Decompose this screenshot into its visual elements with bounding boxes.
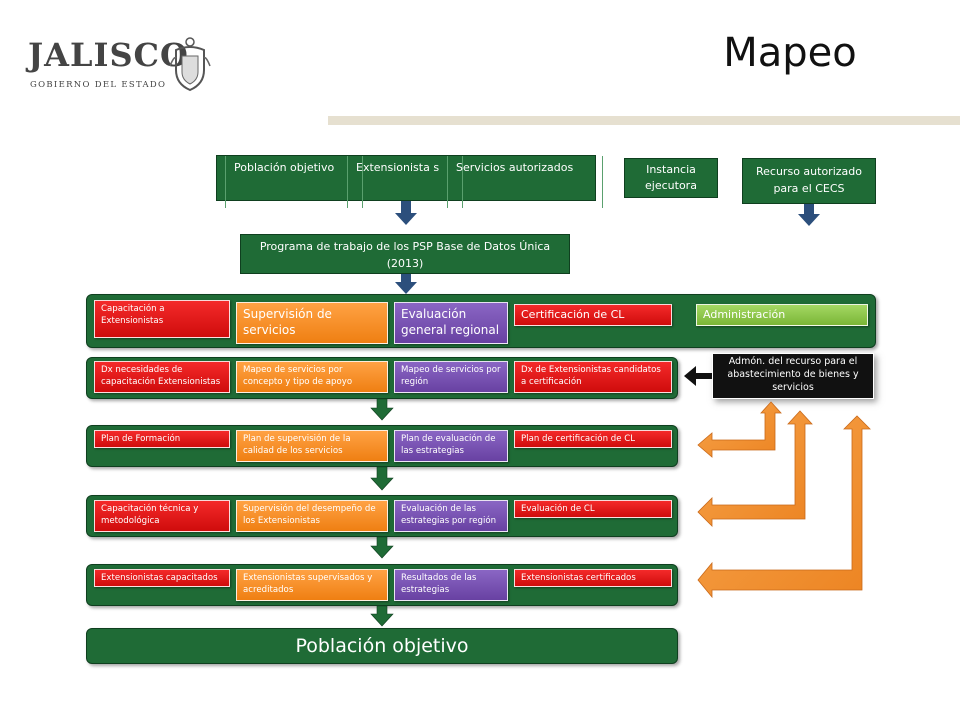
- arrow-row4-to-final: [370, 605, 394, 627]
- orange-arrow-to-row3: [697, 410, 813, 527]
- row4-supervision: Extensionistas supervisados y acreditado…: [236, 569, 388, 601]
- arrow-recurso-down: [798, 204, 820, 226]
- arrow-row3-to-row4: [370, 536, 394, 559]
- row2-evaluacion: Plan de evaluación de las estrategias: [394, 430, 508, 462]
- row3-evaluacion: Evaluación de las estrategias por región: [394, 500, 508, 532]
- header-administracion: Administración: [696, 304, 868, 326]
- inputs-box: Población objetivo Extensionista s Servi…: [216, 155, 603, 208]
- row3-capacitacion: Capacitación técnica y metodológica: [94, 500, 230, 532]
- row3-certificacion: Evaluación de CL: [514, 500, 672, 518]
- blue-arrows: [395, 201, 820, 294]
- row1-capacitacion: Dx necesidades de capacitación Extension…: [94, 361, 230, 393]
- row1-evaluacion: Mapeo de servicios por región: [394, 361, 508, 393]
- row2-capacitacion: Plan de Formación: [94, 430, 230, 448]
- row4-certificacion: Extensionistas certificados: [514, 569, 672, 587]
- admon-recurso-box: Admón. del recurso para el abastecimient…: [712, 353, 874, 399]
- logo-subtitle: GOBIERNO DEL ESTADO: [30, 80, 167, 90]
- arrow-row2-to-row3: [370, 466, 394, 491]
- orange-arrows: [697, 401, 871, 599]
- arrow-admon-to-row1: [684, 366, 712, 386]
- header-capacitacion: Capacitación a Extensionistas: [94, 300, 230, 338]
- header-certificacion: Certificación de CL: [514, 304, 672, 326]
- arrow-programa-to-bands: [395, 274, 417, 294]
- row1-supervision: Mapeo de servicios por concepto y tipo d…: [236, 361, 388, 393]
- arrow-inputs-to-programa: [395, 201, 417, 225]
- header-evaluacion: Evaluación general regional: [394, 302, 508, 344]
- logo-word: JALISCO: [28, 36, 189, 74]
- instancia-ejecutora-box: Instancia ejecutora: [624, 158, 718, 198]
- row2-certificacion: Plan de certificación de CL: [514, 430, 672, 448]
- row4-evaluacion: Resultados de las estrategias: [394, 569, 508, 601]
- green-arrows: [370, 398, 394, 627]
- row4-capacitacion: Extensionistas capacitados: [94, 569, 230, 587]
- row2-supervision: Plan de supervisión de la calidad de los…: [236, 430, 388, 462]
- row3-supervision: Supervisión del desempeño de los Extensi…: [236, 500, 388, 532]
- input-poblacion-objetivo: Población objetivo: [225, 156, 363, 208]
- input-extensionistas: Extensionista s: [347, 156, 463, 208]
- poblacion-objetivo-final: Población objetivo: [86, 628, 678, 664]
- row1-certificacion: Dx de Extensionistas candidatos a certif…: [514, 361, 672, 393]
- page-title: Mapeo: [723, 30, 857, 76]
- programa-trabajo-box: Programa de trabajo de los PSP Base de D…: [240, 234, 570, 274]
- recurso-autorizado-box: Recurso autorizado para el CECS: [742, 158, 876, 204]
- arrow-row1-to-row2: [370, 398, 394, 421]
- orange-arrow-to-row4: [697, 415, 871, 599]
- header-supervision: Supervisión de servicios: [236, 302, 388, 344]
- orange-arrow-to-row2: [697, 401, 782, 458]
- header-divider: [328, 116, 960, 125]
- coat-of-arms-icon: [169, 37, 211, 92]
- jalisco-logo: JALISCO GOBIERNO DEL ESTADO: [28, 36, 213, 98]
- input-servicios-autorizados: Servicios autorizados: [447, 156, 603, 208]
